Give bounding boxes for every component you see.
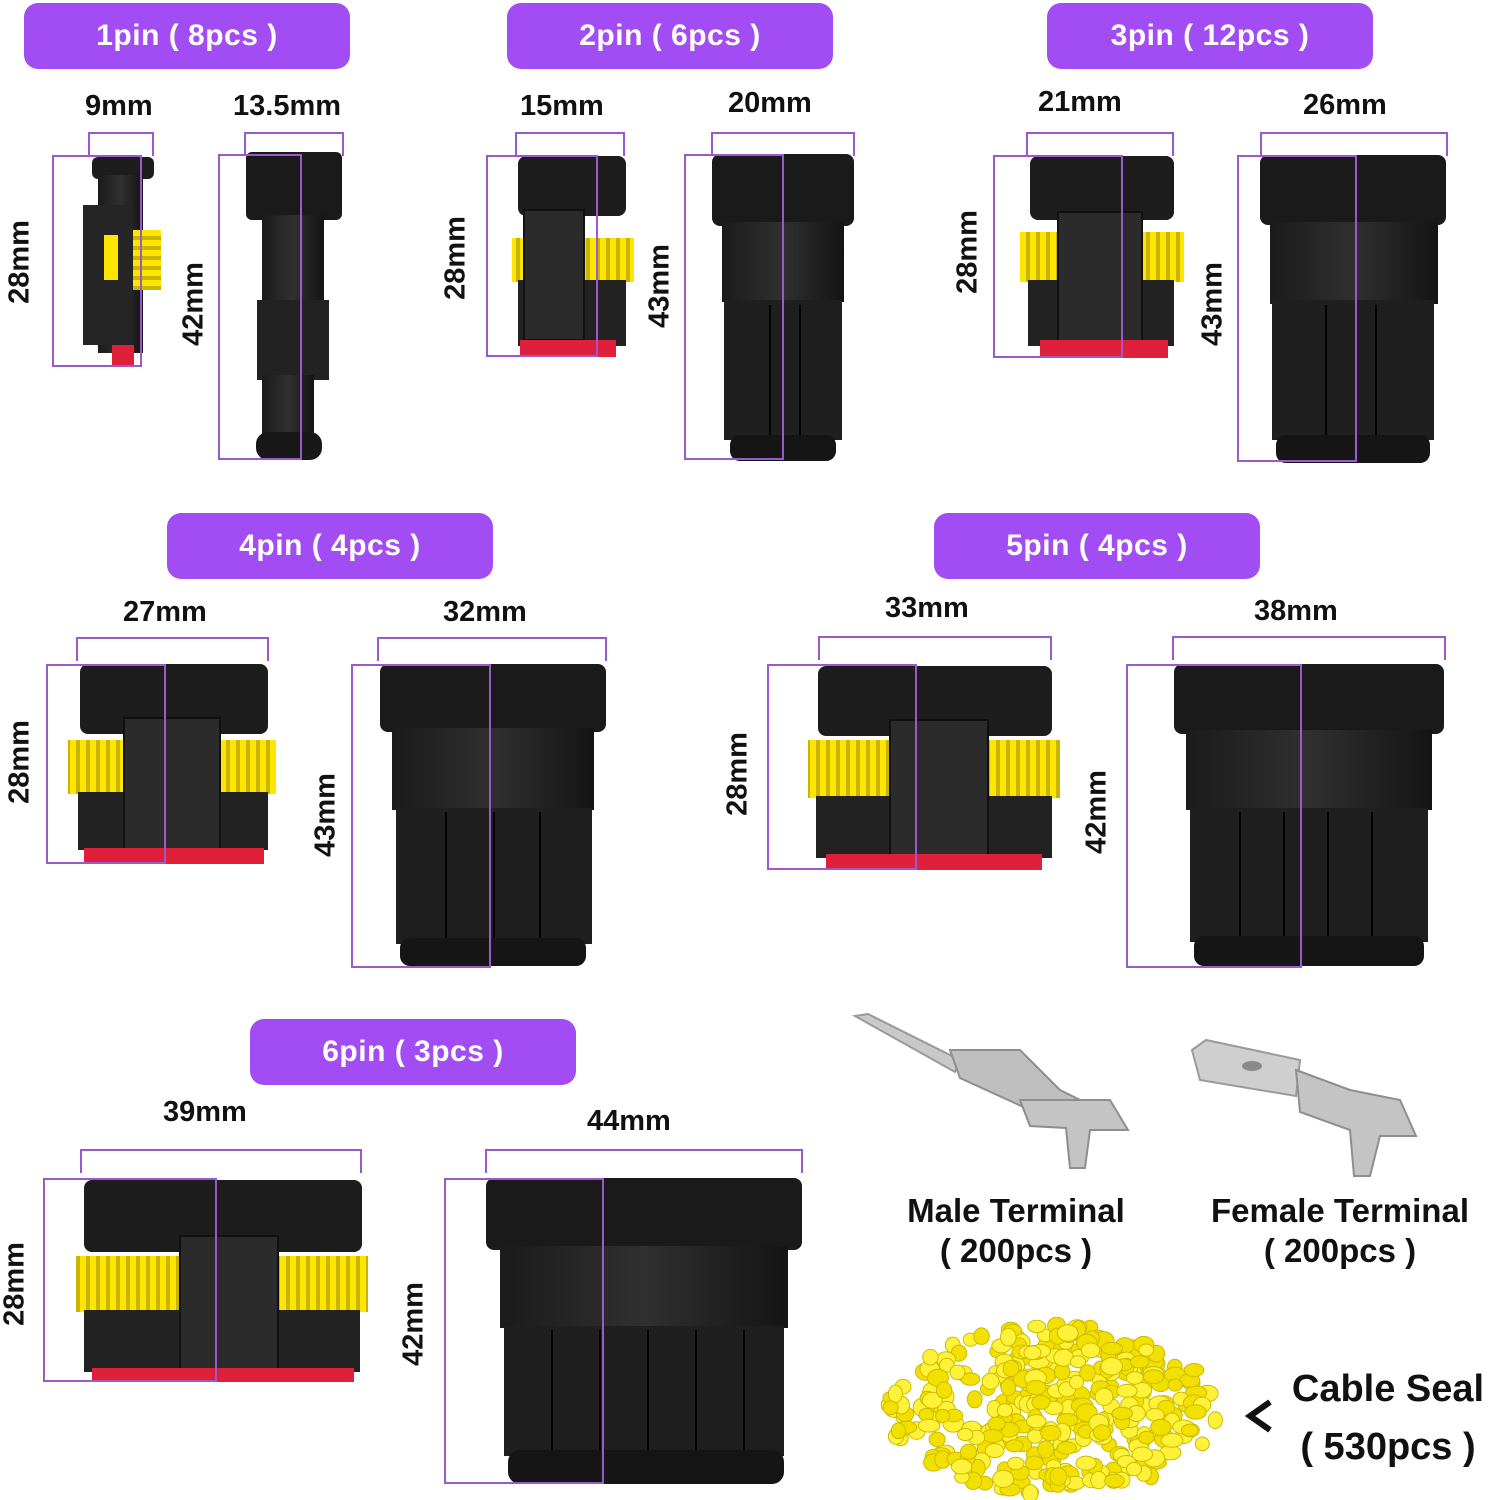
pin4-male-width-bracket bbox=[377, 637, 607, 661]
pin6-female-width-label: 39mm bbox=[163, 1096, 247, 1128]
pin5-male-connector bbox=[1174, 664, 1444, 966]
pin5-title-badge: 5pin ( 4pcs ) bbox=[934, 513, 1260, 579]
pin2-title-badge: 2pin ( 6pcs ) bbox=[507, 3, 833, 69]
cable-seal-qty: ( 530pcs ) bbox=[1300, 1426, 1476, 1468]
cable-seal-pile-illustration bbox=[880, 1316, 1223, 1500]
arrow-left-icon bbox=[1244, 1399, 1272, 1433]
pin4-female-width-bracket bbox=[76, 637, 269, 661]
cable-seal-caption: Cable Seal ( 530pcs ) bbox=[1288, 1360, 1488, 1476]
pin6-title-badge: 6pin ( 3pcs ) bbox=[250, 1019, 576, 1085]
pin1-male-height-bracket bbox=[218, 154, 302, 460]
pin3-male-width-bracket bbox=[1260, 132, 1448, 156]
pin5-title: 5pin ( 4pcs ) bbox=[1006, 529, 1188, 562]
pin5-male-width-label: 38mm bbox=[1254, 595, 1338, 627]
female-terminal-qty: ( 200pcs ) bbox=[1263, 1232, 1417, 1269]
pin4-male-width-label: 32mm bbox=[443, 596, 527, 628]
pin5-male-width-bracket bbox=[1172, 636, 1446, 660]
pin2-female-width-label: 15mm bbox=[520, 90, 604, 122]
pin6-female-width-bracket bbox=[80, 1149, 362, 1173]
pin5-female-height-label: 28mm bbox=[721, 732, 754, 816]
pin4-male-height-bracket bbox=[351, 664, 491, 968]
pin1-male-connector bbox=[246, 152, 342, 460]
cable-seal-name: Cable Seal bbox=[1291, 1368, 1485, 1410]
pin1-male-width-label: 13.5mm bbox=[233, 90, 342, 122]
female-terminal-illustration bbox=[1190, 1038, 1418, 1177]
pin1-female-height-bracket bbox=[52, 155, 142, 367]
pin2-male-height-label: 43mm bbox=[643, 244, 676, 328]
pin2-male-height-bracket bbox=[684, 154, 784, 460]
male-terminal-qty: ( 200pcs ) bbox=[939, 1232, 1093, 1269]
pin6-male-connector bbox=[486, 1178, 802, 1484]
pin1-female-connector bbox=[83, 157, 161, 365]
pin6-male-width-bracket bbox=[485, 1149, 803, 1173]
pin2-title: 2pin ( 6pcs ) bbox=[579, 19, 761, 52]
pin5-male-height-label: 42mm bbox=[1080, 770, 1113, 854]
pin3-female-connector bbox=[1020, 156, 1184, 358]
pin2-male-width-bracket bbox=[711, 132, 855, 156]
pin5-female-width-bracket bbox=[818, 636, 1052, 660]
pin4-title-badge: 4pin ( 4pcs ) bbox=[167, 513, 493, 579]
pin4-title: 4pin ( 4pcs ) bbox=[239, 529, 421, 562]
pin5-female-width-label: 33mm bbox=[885, 592, 969, 624]
pin4-female-height-bracket bbox=[46, 664, 166, 864]
pin1-title-badge: 1pin ( 8pcs ) bbox=[24, 3, 350, 69]
pin1-male-height-label: 42mm bbox=[177, 262, 210, 346]
pin3-female-width-label: 21mm bbox=[1038, 86, 1122, 118]
pin6-male-width-label: 44mm bbox=[587, 1105, 671, 1137]
pin2-female-height-bracket bbox=[486, 155, 598, 357]
pin1-title: 1pin ( 8pcs ) bbox=[96, 19, 278, 52]
pin2-female-connector bbox=[512, 156, 634, 357]
pin6-female-height-bracket bbox=[43, 1178, 217, 1382]
pin6-female-connector bbox=[76, 1180, 368, 1382]
pin3-female-height-bracket bbox=[993, 155, 1123, 358]
male-terminal-caption: Male Terminal ( 200pcs ) bbox=[896, 1191, 1136, 1271]
pin6-female-height-label: 28mm bbox=[0, 1242, 31, 1326]
pin1-male-width-bracket bbox=[244, 132, 344, 156]
pin5-female-connector bbox=[808, 666, 1060, 870]
pin1-female-height-label: 28mm bbox=[3, 220, 36, 304]
pin1-female-width-bracket bbox=[88, 132, 154, 156]
pin3-male-height-bracket bbox=[1237, 155, 1357, 462]
pin3-title-badge: 3pin ( 12pcs ) bbox=[1047, 3, 1373, 69]
pin5-female-height-bracket bbox=[767, 664, 917, 870]
pin6-title: 6pin ( 3pcs ) bbox=[322, 1035, 504, 1068]
female-terminal-name: Female Terminal bbox=[1211, 1192, 1469, 1229]
male-terminal-name: Male Terminal bbox=[907, 1192, 1125, 1229]
pin6-male-height-bracket bbox=[444, 1178, 604, 1484]
pin3-male-height-label: 43mm bbox=[1196, 262, 1229, 346]
pin4-female-width-label: 27mm bbox=[123, 596, 207, 628]
pin5-male-height-bracket bbox=[1126, 664, 1302, 968]
pin6-male-height-label: 42mm bbox=[397, 1282, 430, 1366]
pin1-female-width-label: 9mm bbox=[85, 90, 153, 122]
pin2-male-width-label: 20mm bbox=[728, 87, 812, 119]
pin4-female-height-label: 28mm bbox=[3, 720, 36, 804]
pin2-female-height-label: 28mm bbox=[439, 216, 472, 300]
pin3-female-width-bracket bbox=[1026, 132, 1174, 156]
female-terminal-caption: Female Terminal ( 200pcs ) bbox=[1200, 1191, 1480, 1271]
pin3-male-connector bbox=[1260, 155, 1446, 463]
pin4-female-connector bbox=[68, 664, 276, 864]
male-terminal-illustration bbox=[851, 1012, 1130, 1169]
pin3-male-width-label: 26mm bbox=[1303, 89, 1387, 121]
pin3-female-height-label: 28mm bbox=[951, 210, 984, 294]
pin2-female-width-bracket bbox=[515, 132, 625, 156]
pin3-title: 3pin ( 12pcs ) bbox=[1110, 19, 1310, 52]
pin4-male-connector bbox=[380, 664, 606, 966]
pin4-male-height-label: 43mm bbox=[309, 773, 342, 857]
